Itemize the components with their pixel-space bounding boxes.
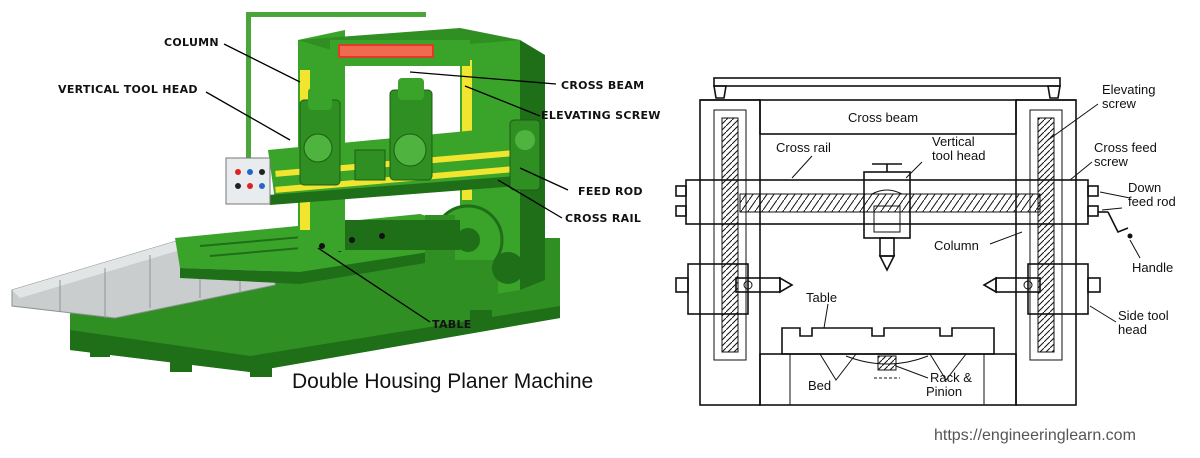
label-elevating-screw: ELEVATING SCREW xyxy=(541,109,661,122)
sch-label-cross-rail: Cross rail xyxy=(776,140,831,155)
sch-label-elevating-screw-2: screw xyxy=(1102,96,1137,111)
sch-label-elevating-screw-1: Elevating xyxy=(1102,82,1155,97)
sch-label-rack-pinion-2: Pinion xyxy=(926,384,962,399)
machine-illustration xyxy=(0,0,560,400)
sch-label-vertical-tool-head-1: Vertical xyxy=(932,134,975,149)
schematic-drawing xyxy=(675,77,1133,406)
sch-label-side-tool-head-2: head xyxy=(1118,322,1147,337)
sch-label-bed: Bed xyxy=(808,378,831,393)
sch-label-cross-beam: Cross beam xyxy=(848,110,918,125)
label-vertical-tool-head: VERTICAL TOOL HEAD xyxy=(58,83,198,96)
label-cross-beam: CROSS BEAM xyxy=(561,79,644,92)
label-feed-rod: FEED ROD xyxy=(578,185,643,198)
sch-label-down-feed-rod-2: feed rod xyxy=(1128,194,1176,209)
sch-label-column: Column xyxy=(934,238,979,253)
schematic-leader-lines xyxy=(791,103,1141,379)
sch-label-vertical-tool-head-2: tool head xyxy=(932,148,986,163)
source-url: https://engineeringlearn.com xyxy=(934,427,1136,444)
sch-label-rack-pinion-1: Rack & xyxy=(930,370,972,385)
figure-caption: Double Housing Planer Machine xyxy=(292,370,593,393)
label-column: COLUMN xyxy=(164,36,219,49)
sch-label-cross-feed-screw-2: screw xyxy=(1094,154,1129,169)
sch-label-table: Table xyxy=(806,290,837,305)
sch-label-handle: Handle xyxy=(1132,260,1173,275)
sch-label-down-feed-rod-1: Down xyxy=(1128,180,1161,195)
label-cross-rail: CROSS RAIL xyxy=(565,212,641,225)
photo-leader-lines xyxy=(205,43,569,323)
sch-label-cross-feed-screw-1: Cross feed xyxy=(1094,140,1157,155)
label-table: TABLE xyxy=(432,318,472,331)
sch-label-side-tool-head-1: Side tool xyxy=(1118,308,1169,323)
